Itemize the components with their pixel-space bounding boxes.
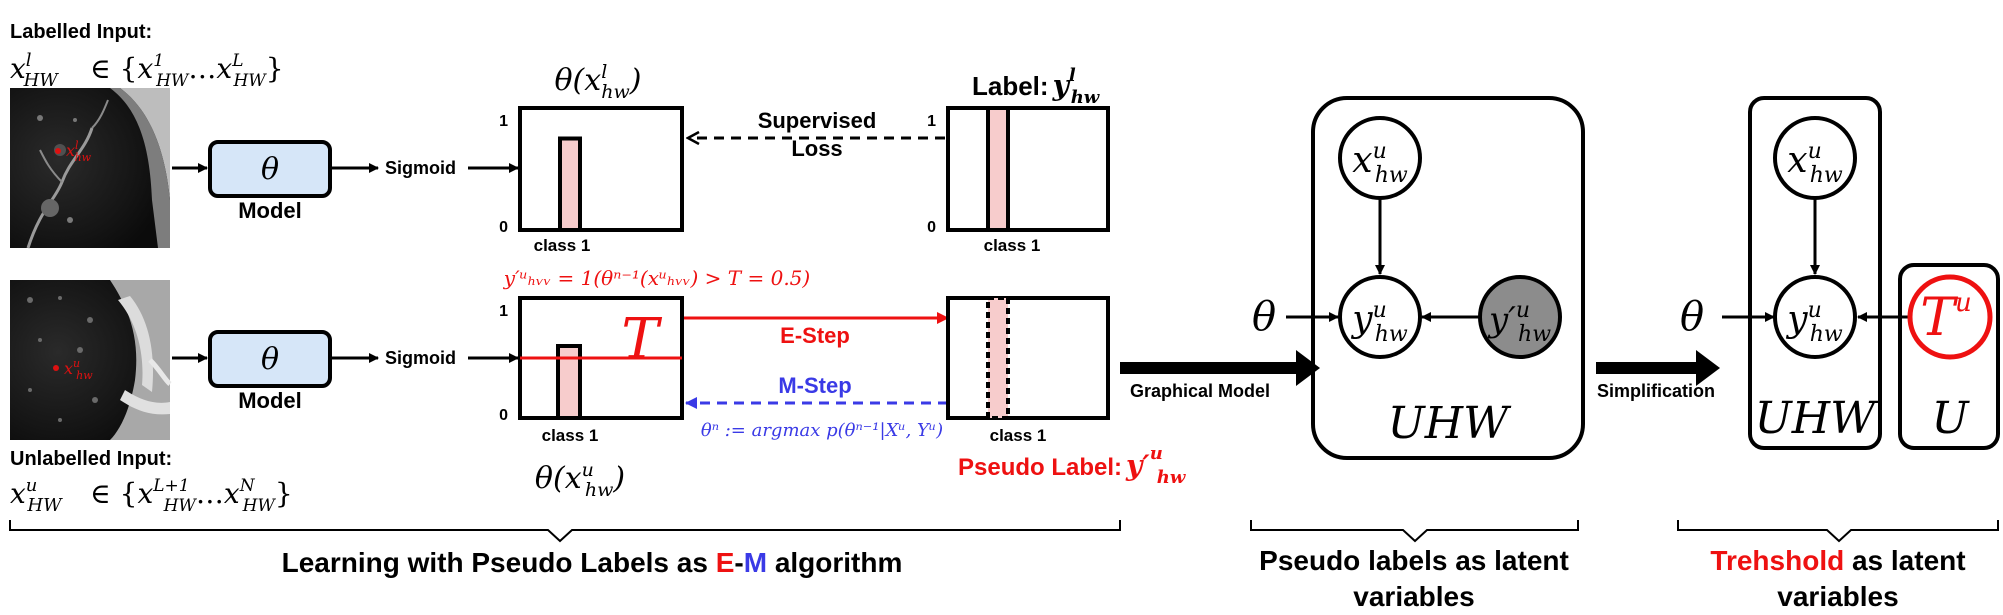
top-plot-ymax: 1 (499, 113, 508, 130)
svg-text:y′uhw: y′uhw (1487, 298, 1551, 347)
label-plot-ymax: 1 (927, 113, 936, 130)
graph2-plate-uhw (1748, 96, 1882, 450)
pseudo-plot-bar (986, 296, 1010, 420)
graphical-model-arrow (1120, 350, 1320, 386)
graph1-theta: θ (1252, 294, 1276, 340)
model-box-bottom: θ (208, 330, 332, 388)
mstep-label: M-Step (778, 373, 851, 398)
top-plot-bar (558, 136, 582, 232)
model-label-top: Model (238, 198, 302, 223)
supervised-loss-line2: Loss (791, 136, 842, 161)
bottom-plot-ymax: 1 (499, 303, 508, 320)
mstep-formula: θⁿ := argmax p(θⁿ⁻¹|Xᵘ, Yᵘ) (701, 420, 943, 441)
label-plot-frame (946, 106, 1110, 232)
caption-pseudo-line2: variables (1353, 581, 1474, 612)
brace-pseudo (1250, 520, 1579, 543)
graph2-plate-uhw-label: UHW (1755, 393, 1879, 444)
graphical-model-label: Graphical Model (1130, 381, 1270, 401)
simplification-label: Simplification (1597, 381, 1715, 401)
graph2-theta: θ (1680, 294, 1704, 340)
model-theta-top: θ (261, 152, 279, 187)
model-theta-bottom: θ (261, 342, 279, 377)
bottom-plot-xlabel: class 1 (542, 426, 599, 445)
threshold-symbol: T (621, 307, 662, 372)
caption-threshold-line1: Trehshold as latent (1710, 545, 1965, 576)
top-plot-frame (518, 106, 684, 232)
sigmoid-label-top: Sigmoid (385, 158, 456, 178)
graph2-plate-u (1898, 263, 2000, 450)
estep-label: E-Step (780, 323, 850, 348)
labelled-input-title: Labelled Input: (10, 21, 152, 43)
svg-text:Tu: Tu (1920, 288, 1971, 348)
brace-threshold (1677, 520, 1999, 543)
caption-pseudo-line1: Pseudo labels as latent (1259, 545, 1569, 576)
label-plot-ymin: 0 (927, 219, 936, 236)
graph1-plate-label: UHW (1388, 398, 1512, 449)
brace-em (9, 520, 1121, 543)
graph2-plate-u-label: U (1931, 393, 1970, 444)
graph1-plate (1311, 96, 1585, 460)
caption-threshold-line2: variables (1777, 581, 1898, 612)
estep-formula: y′ᵘₕᵥᵥ = 1(θⁿ⁻¹(xᵘₕᵥᵥ) > T = 0.5) (503, 266, 810, 290)
bottom-plot-bar (556, 344, 582, 420)
graph2-node-threshold: Tu (1907, 274, 1993, 360)
label-plot-xlabel: class 1 (984, 236, 1041, 255)
pseudo-plot-xlabel: class 1 (990, 426, 1047, 445)
model-label-bottom: Model (238, 388, 302, 413)
caption-em: Learning with Pseudo Labels as E-M algor… (282, 547, 903, 578)
top-plot-ymin: 0 (499, 219, 508, 236)
unlabelled-input-title: Unlabelled Input: (10, 448, 172, 470)
label-plot-bar (986, 106, 1010, 232)
supervised-loss-line1: Supervised (758, 108, 877, 133)
sigmoid-label-bottom: Sigmoid (385, 348, 456, 368)
simplification-arrow (1596, 350, 1720, 386)
model-box-top: θ (208, 140, 332, 198)
top-plot-xlabel: class 1 (534, 236, 591, 255)
bottom-plot-ymin: 0 (499, 407, 508, 424)
pseudo-plot-frame (946, 296, 1110, 420)
